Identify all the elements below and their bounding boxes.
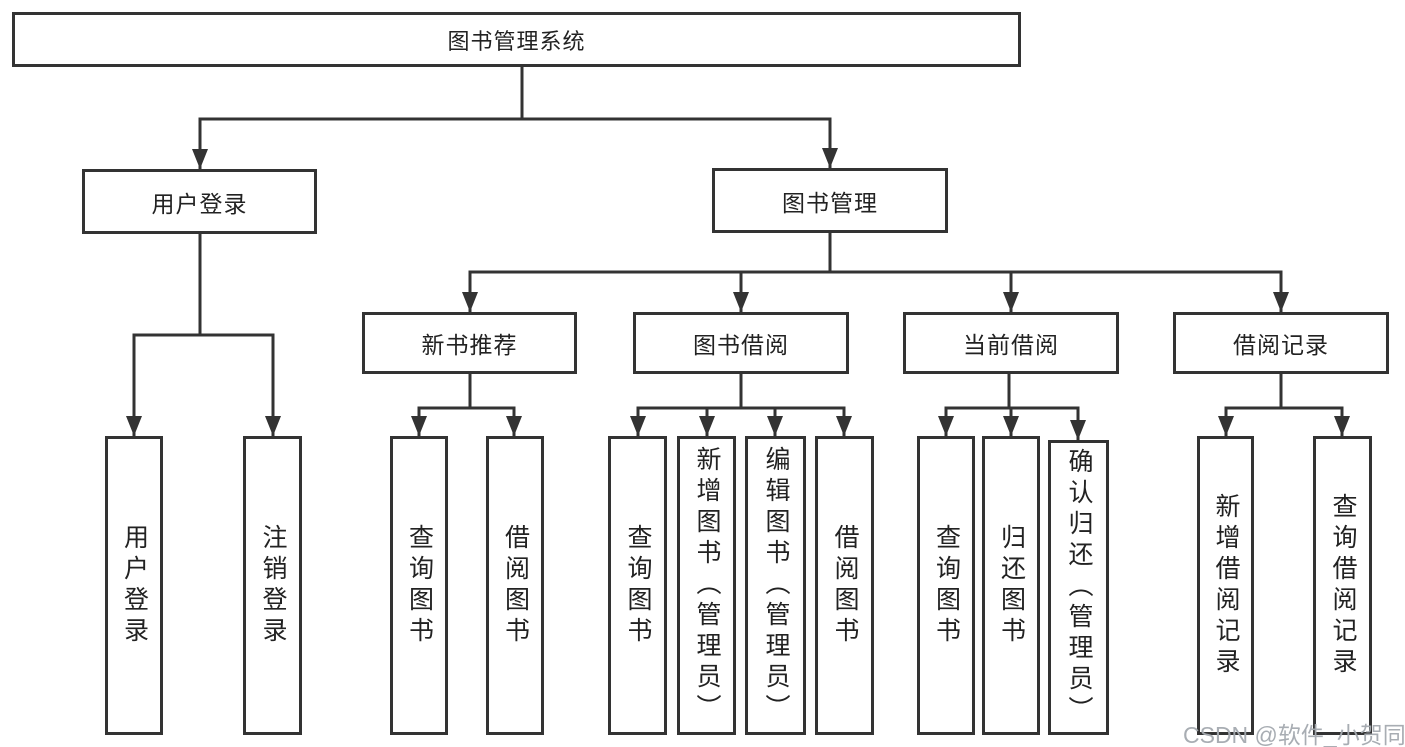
node-label: 新书推荐: [421, 332, 518, 358]
node-label: 注销登录: [259, 523, 287, 648]
node-leaf-query-borrow-record: 查询借阅记录: [1313, 436, 1372, 735]
node-label: 用户登录: [120, 523, 149, 648]
node-label: 归还图书: [997, 523, 1026, 648]
node-label: 编辑图书（管理员）: [762, 446, 790, 725]
node-label: 查询图书: [405, 523, 434, 648]
node-leaf-confirm-return-admin: 确认归还（管理员）: [1048, 440, 1109, 735]
node-leaf-query-books-3: 查询图书: [917, 436, 975, 735]
node-book-management: 图书管理: [712, 168, 948, 233]
node-label: 当前借阅: [963, 332, 1059, 358]
node-label: 查询图书: [932, 523, 961, 648]
node-label: 图书管理: [782, 189, 878, 216]
node-label: 查询借阅记录: [1329, 492, 1357, 679]
node-leaf-user-login: 用户登录: [105, 436, 163, 735]
node-library-system: 图书管理系统: [12, 12, 1021, 67]
node-current-borrowing: 当前借阅: [903, 312, 1119, 374]
node-leaf-query-books-1: 查询图书: [390, 436, 448, 735]
node-label: 图书借阅: [693, 332, 789, 358]
node-label: 图书管理系统: [447, 28, 586, 54]
node-leaf-return-books: 归还图书: [982, 436, 1040, 735]
node-label: 借阅记录: [1233, 332, 1329, 358]
node-leaf-query-books-2: 查询图书: [608, 436, 667, 735]
node-leaf-borrow-books-1: 借阅图书: [486, 436, 544, 735]
node-user-login: 用户登录: [82, 169, 317, 234]
node-label: 借阅图书: [831, 523, 859, 648]
node-leaf-add-books-admin: 新增图书（管理员）: [677, 436, 736, 735]
node-leaf-edit-books-admin: 编辑图书（管理员）: [745, 436, 806, 735]
node-label: 新增图书（管理员）: [693, 446, 721, 725]
node-label: 新增借阅记录: [1212, 492, 1240, 679]
node-label: 用户登录: [151, 190, 248, 217]
node-leaf-borrow-books-2: 借阅图书: [815, 436, 874, 735]
node-borrowing-records: 借阅记录: [1173, 312, 1389, 374]
node-label: 借阅图书: [501, 523, 530, 648]
csdn-watermark: CSDN @软件_小贺同学: [1183, 722, 1405, 747]
node-label: 确认归还（管理员）: [1065, 448, 1093, 727]
node-book-borrowing: 图书借阅: [633, 312, 849, 374]
node-label: 查询图书: [624, 523, 652, 648]
node-leaf-logout: 注销登录: [243, 436, 302, 735]
node-new-book-recommend: 新书推荐: [362, 312, 577, 374]
node-leaf-add-borrow-record: 新增借阅记录: [1197, 436, 1254, 735]
